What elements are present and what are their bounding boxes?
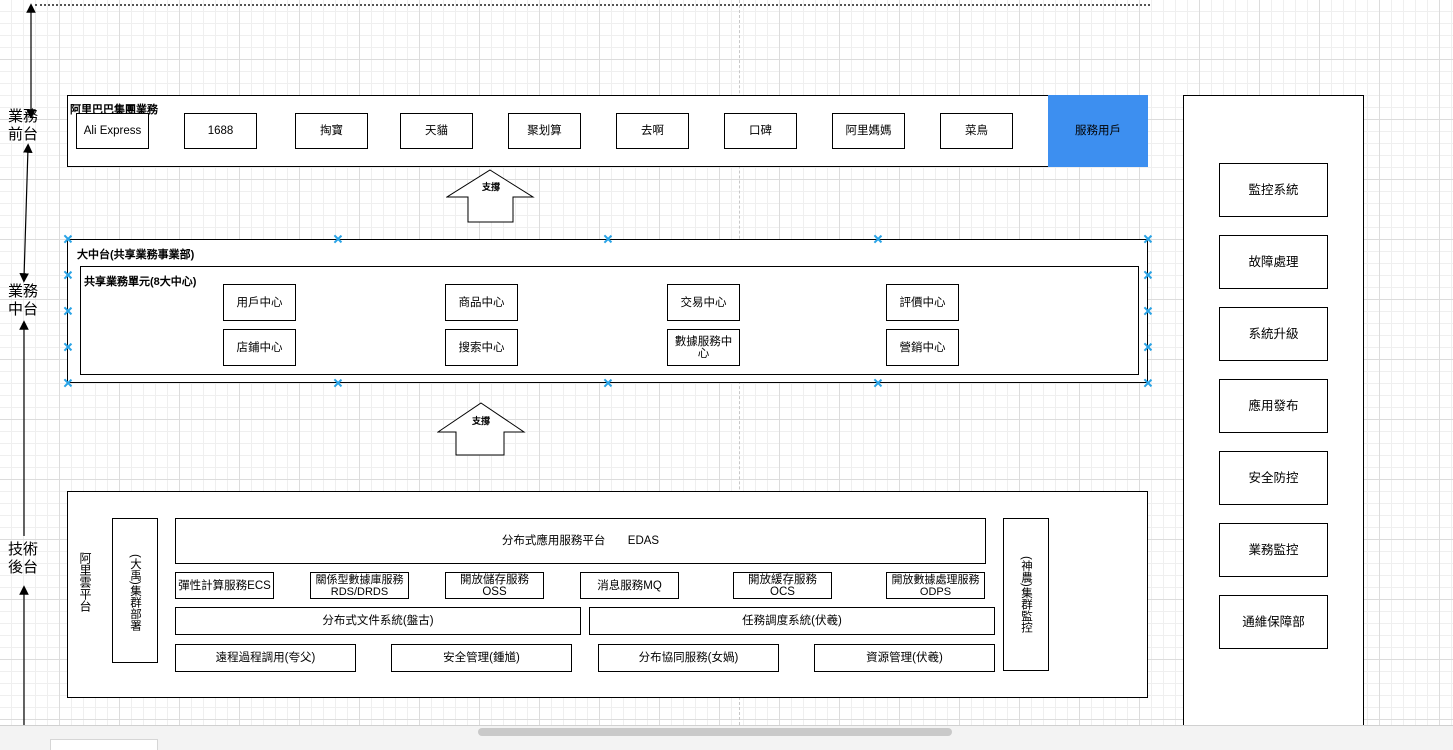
support-arrow-upper-label: 支撐 — [482, 182, 501, 192]
layer-label-front: 業務 前台 — [8, 108, 39, 143]
ops-app-release[interactable]: 應用發布 — [1219, 379, 1328, 433]
app-aliexpress[interactable]: Ali Express — [76, 113, 149, 149]
selection-handle[interactable] — [1144, 379, 1152, 387]
horizontal-scrollbar[interactable] — [478, 728, 952, 736]
center-product[interactable]: 商品中心 — [445, 284, 518, 321]
ops-system-upgrade[interactable]: 系統升級 — [1219, 307, 1328, 361]
selection-handle[interactable] — [604, 379, 612, 387]
app-taobao[interactable]: 掏寶 — [295, 113, 368, 149]
center-review[interactable]: 評價中心 — [886, 284, 959, 321]
ops-assurance-dept[interactable]: 通維保障部 — [1219, 595, 1328, 649]
app-koubei[interactable]: 口碑 — [724, 113, 797, 149]
ops-fault-handling[interactable]: 故障處理 — [1219, 235, 1328, 289]
selection-handle[interactable] — [64, 343, 72, 351]
coordination-service[interactable]: 分布協同服務(女媧) — [598, 644, 779, 672]
center-search[interactable]: 搜索中心 — [445, 329, 518, 366]
cluster-monitor-box[interactable] — [1003, 518, 1049, 671]
app-tmall[interactable]: 天貓 — [400, 113, 473, 149]
ops-monitoring-system[interactable]: 監控系統 — [1219, 163, 1328, 217]
security-mgmt[interactable]: 安全管理(鍾馗) — [391, 644, 572, 672]
layer-arrows — [19, 3, 36, 725]
selection-handle[interactable] — [64, 379, 72, 387]
selection-handle[interactable] — [1144, 307, 1152, 315]
service-oss[interactable]: 開放儲存服務OSS — [445, 572, 544, 599]
selection-handle[interactable] — [64, 307, 72, 315]
app-1688[interactable]: 1688 — [184, 113, 257, 149]
service-odps[interactable]: 開放數據處理服務 ODPS — [886, 572, 985, 599]
cluster-deploy-label: (大禹)集群部署 — [129, 554, 141, 631]
center-user[interactable]: 用戶中心 — [223, 284, 296, 321]
rpc-service[interactable]: 遠程過程調用(夸父) — [175, 644, 356, 672]
serve-users-block[interactable]: 服務用戶 — [1048, 95, 1148, 167]
selection-handle[interactable] — [64, 271, 72, 279]
cluster-monitor-label: (神農)集群監控 — [1020, 556, 1032, 633]
selection-handle[interactable] — [874, 235, 882, 243]
layer-label-back: 技術 後台 — [8, 541, 39, 576]
support-arrow-lower-label: 支撐 — [472, 416, 491, 426]
ops-security-control[interactable]: 安全防控 — [1219, 451, 1328, 505]
ops-business-monitor[interactable]: 業務監控 — [1219, 523, 1328, 577]
selection-handle[interactable] — [334, 379, 342, 387]
app-quna[interactable]: 去啊 — [616, 113, 689, 149]
service-rds[interactable]: 關係型數據庫服務 RDS/DRDS — [310, 572, 409, 599]
resource-mgmt[interactable]: 資源管理(伏羲) — [814, 644, 995, 672]
selection-handle[interactable] — [604, 235, 612, 243]
middle-platform-title: 大中台(共享業務事業部) — [77, 249, 195, 261]
aliyun-platform-label: 阿里雲平台 — [78, 552, 92, 612]
center-data-service[interactable]: 數據服務中心 — [667, 329, 740, 366]
center-shop[interactable]: 店鋪中心 — [223, 329, 296, 366]
selection-handle[interactable] — [334, 235, 342, 243]
layer-label-middle: 業務 中台 — [8, 283, 39, 318]
center-trade[interactable]: 交易中心 — [667, 284, 740, 321]
selection-handle[interactable] — [1144, 343, 1152, 351]
shared-unit-title: 共享業務單元(8大中心) — [84, 276, 197, 288]
page-tab[interactable] — [50, 739, 158, 750]
service-ecs[interactable]: 彈性計算服務ECS — [175, 572, 274, 599]
distributed-fs[interactable]: 分布式文件系統(盤古) — [175, 607, 581, 635]
selection-handle[interactable] — [1144, 271, 1152, 279]
service-mq[interactable]: 消息服務MQ — [580, 572, 679, 599]
support-arrow-upper[interactable] — [446, 168, 536, 224]
task-scheduler[interactable]: 任務調度系統(伏羲) — [589, 607, 995, 635]
app-juhuasuan[interactable]: 聚划算 — [508, 113, 581, 149]
app-alimama[interactable]: 阿里媽媽 — [832, 113, 905, 149]
edas-platform[interactable]: 分布式應用服務平台 EDAS — [175, 518, 986, 564]
cluster-deploy-box[interactable] — [112, 518, 158, 663]
selection-handle[interactable] — [1144, 235, 1152, 243]
top-dotted-line — [35, 4, 1150, 6]
selection-handle[interactable] — [64, 235, 72, 243]
app-cainiao[interactable]: 菜鳥 — [940, 113, 1013, 149]
selection-handle[interactable] — [874, 379, 882, 387]
support-arrow-lower[interactable] — [437, 401, 527, 457]
service-ocs[interactable]: 開放緩存服務OCS — [733, 572, 832, 599]
center-marketing[interactable]: 營銷中心 — [886, 329, 959, 366]
